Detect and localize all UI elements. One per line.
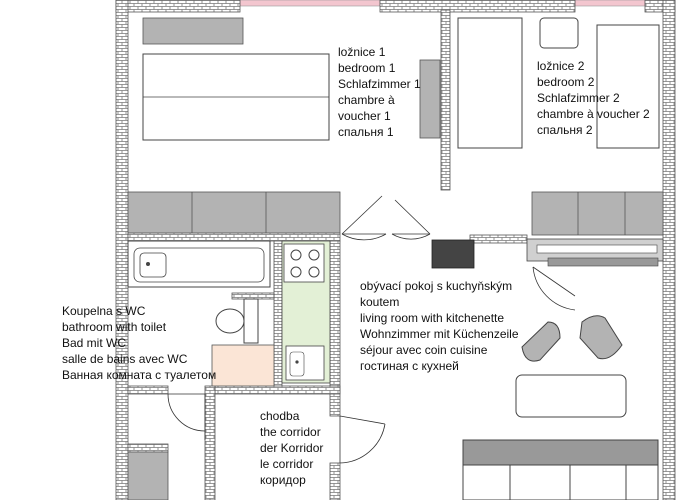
window-top-2 bbox=[574, 0, 646, 7]
bathroom-line: salle de bains avec WC bbox=[62, 352, 188, 366]
corridor-line: le corridor bbox=[260, 457, 314, 471]
bath-cabinet bbox=[211, 344, 275, 387]
walls bbox=[115, 0, 676, 500]
cabinets-bedroom2 bbox=[531, 191, 664, 236]
bathtub bbox=[127, 240, 271, 288]
cabinets-bedroom1 bbox=[127, 191, 341, 234]
armchair-left bbox=[521, 321, 561, 362]
label-living: obývací pokoj s kuchyňským koutem living… bbox=[360, 278, 519, 374]
wall-bedroom1-bottom bbox=[127, 232, 341, 242]
radiator-hall bbox=[127, 451, 169, 500]
stove-block bbox=[431, 239, 475, 269]
bed-bedroom2-left bbox=[457, 17, 523, 149]
armchair-right bbox=[579, 315, 623, 360]
kitchen-counter bbox=[281, 240, 331, 384]
label-bedroom1: ložnice 1 bedroom 1 Schlafzimmer 1 chamb… bbox=[338, 44, 421, 140]
nightstand-bedroom2 bbox=[539, 17, 579, 49]
coffee-table bbox=[515, 374, 627, 418]
living-line: Wohnzimmer mit Küchenzeile bbox=[360, 327, 519, 341]
bedroom2-line: спальня 2 bbox=[537, 123, 593, 137]
label-bedroom2: ložnice 2 bedroom 2 Schlafzimmer 2 chamb… bbox=[537, 58, 650, 138]
bedroom1-line: спальня 1 bbox=[338, 125, 394, 139]
wall-kitchen-right bbox=[329, 240, 341, 387]
toilet bbox=[215, 298, 259, 344]
wall-left bbox=[115, 0, 129, 500]
living-line: séjour avec coin cuisine bbox=[360, 343, 488, 357]
corridor-line: chodba bbox=[260, 409, 300, 423]
wall-corridor-top bbox=[214, 385, 341, 395]
living-line: гостиная с кухней bbox=[360, 359, 459, 373]
corridor-line: der Korridor bbox=[260, 441, 324, 455]
wall-right bbox=[662, 0, 676, 500]
door-bedroom2 bbox=[391, 199, 431, 240]
living-line: koutem bbox=[360, 295, 400, 309]
wall-bath-lower bbox=[127, 443, 169, 453]
desk-bedroom1 bbox=[419, 59, 441, 139]
wall-bedroom2-bottom bbox=[469, 234, 528, 244]
bedroom1-line: Schlafzimmer 1 bbox=[338, 77, 421, 91]
wall-bath-bottom bbox=[127, 385, 169, 395]
bedroom2-line: ložnice 2 bbox=[537, 59, 585, 73]
door-bedroom1 bbox=[341, 195, 387, 241]
wall-bath-kitchen bbox=[273, 240, 283, 392]
door-corridor bbox=[339, 415, 386, 464]
wall-bath-right-lower bbox=[204, 385, 216, 500]
bathroom-line: bathroom with toilet bbox=[62, 320, 167, 334]
wall-wc-niche bbox=[231, 292, 275, 300]
living-line: obývací pokoj s kuchyňským bbox=[360, 279, 513, 293]
bed-bedroom2-right bbox=[596, 24, 660, 149]
bathroom-line: Ванная комната с туалетом bbox=[62, 368, 217, 382]
wall-corridor-right-b bbox=[329, 462, 341, 500]
door-living bbox=[532, 266, 576, 311]
living-line: living room with kitchenette bbox=[360, 311, 505, 325]
window-top-1 bbox=[239, 0, 381, 7]
bedroom1-line: voucher 1 bbox=[338, 109, 391, 123]
bedroom1-line: bedroom 1 bbox=[338, 61, 396, 75]
wall-bedrooms-divider bbox=[440, 9, 451, 191]
corridor-line: коридор bbox=[260, 473, 306, 487]
bathroom-line: Koupelna s WC bbox=[62, 304, 146, 318]
bathroom-line: Bad mit WC bbox=[62, 336, 127, 350]
bedroom2-line: chambre à voucher 2 bbox=[537, 107, 650, 121]
wall-top-left bbox=[115, 0, 241, 13]
bedroom1-line: ložnice 1 bbox=[338, 45, 386, 59]
corridor-line: the corridor bbox=[260, 425, 321, 439]
label-bathroom: Koupelna s WC bathroom with toilet Bad m… bbox=[62, 303, 216, 383]
bedroom2-line: bedroom 2 bbox=[537, 75, 595, 89]
sofa bbox=[462, 439, 659, 500]
wall-top-middle bbox=[379, 0, 576, 13]
bedroom2-line: Schlafzimmer 2 bbox=[537, 91, 620, 105]
tv-unit bbox=[526, 238, 664, 267]
door-bathroom bbox=[167, 393, 206, 440]
label-corridor: chodba the corridor der Korridor le corr… bbox=[260, 408, 323, 488]
wardrobe-bedroom1 bbox=[142, 17, 244, 45]
bedroom1-line: chambre à bbox=[338, 93, 395, 107]
